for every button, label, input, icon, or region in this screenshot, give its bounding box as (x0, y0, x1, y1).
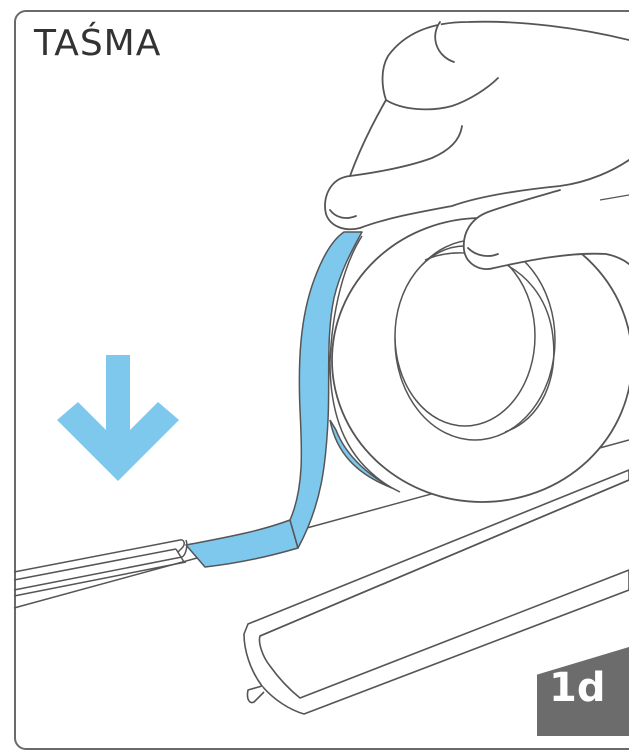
panel-title: TAŚMA (34, 23, 162, 64)
tape-roll-edge (329, 419, 401, 493)
left-channel-profile (13, 539, 188, 597)
tape-roll-side-edge (329, 235, 393, 489)
arrow-down-icon (57, 355, 179, 481)
tape-strip-ribbon (289, 231, 363, 549)
tape-strip-floor (185, 519, 299, 568)
front-channel-profile (243, 469, 629, 715)
step-number: 1d (549, 665, 606, 711)
wall-edge (599, 194, 629, 201)
hand (324, 20, 629, 270)
tape-roll-core-inner (394, 245, 536, 427)
